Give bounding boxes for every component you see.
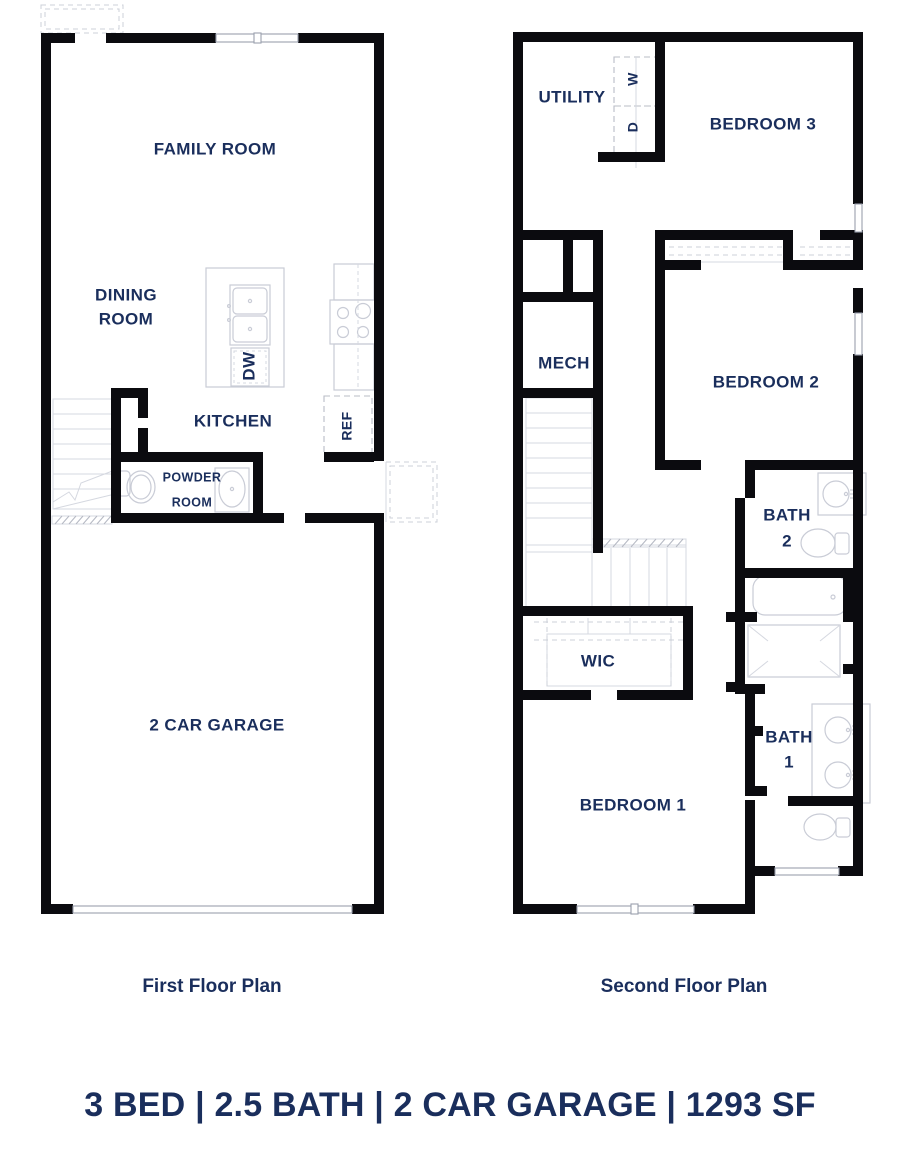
label-dining-room-line1: DINING	[95, 285, 157, 304]
label-refrigerator: REF	[339, 411, 355, 440]
label-washer: W	[625, 72, 641, 86]
label-kitchen: KITCHEN	[194, 411, 272, 430]
label-dishwasher: DW	[239, 351, 258, 381]
label-dryer: D	[625, 122, 641, 133]
second-floor-plan: UTILITY BEDROOM 3 MECH BEDROOM 2 BATH 2 …	[513, 32, 871, 915]
first-floor-entry-stoop	[40, 4, 124, 34]
wic-shelving	[534, 618, 686, 687]
label-bath-2-line2: 2	[782, 531, 792, 550]
first-floor-patio-outline	[385, 461, 438, 523]
label-bedroom-3: BEDROOM 3	[710, 114, 817, 133]
first-floor-walls	[41, 33, 384, 914]
label-dining-room-line2: ROOM	[99, 309, 153, 328]
label-bedroom-2: BEDROOM 2	[713, 372, 820, 391]
second-floor-stairs	[525, 397, 687, 613]
second-floor-walls	[513, 32, 863, 914]
second-floor-windows	[576, 203, 863, 915]
label-powder-room-line1: POWDER	[163, 470, 222, 484]
label-powder-room-line2: ROOM	[172, 495, 213, 509]
label-bath-2-line1: BATH	[763, 505, 811, 524]
powder-room-fixtures	[116, 467, 250, 513]
summary-bar: 3 BED | 2.5 BATH | 2 CAR GARAGE | 1293 S…	[84, 1086, 815, 1124]
kitchen-island	[205, 267, 285, 388]
label-family-room: FAMILY ROOM	[154, 139, 276, 158]
first-floor-plan: FAMILY ROOM DINING ROOM KITCHEN POWDER R…	[40, 4, 438, 914]
second-floor-plan-title: Second Floor Plan	[601, 976, 768, 997]
label-bedroom-1: BEDROOM 1	[580, 795, 687, 814]
label-2-car-garage: 2 CAR GARAGE	[149, 715, 284, 734]
label-utility: UTILITY	[538, 87, 605, 106]
label-wic: WIC	[581, 651, 615, 670]
label-bath-1-line1: BATH	[765, 727, 813, 746]
first-floor-windows	[72, 32, 353, 914]
label-bath-1-line2: 1	[784, 752, 794, 771]
first-floor-plan-title: First Floor Plan	[142, 976, 281, 997]
label-mech: MECH	[538, 353, 590, 372]
stair-threshold-hatch	[51, 515, 113, 525]
first-floor-stairs	[52, 398, 116, 510]
